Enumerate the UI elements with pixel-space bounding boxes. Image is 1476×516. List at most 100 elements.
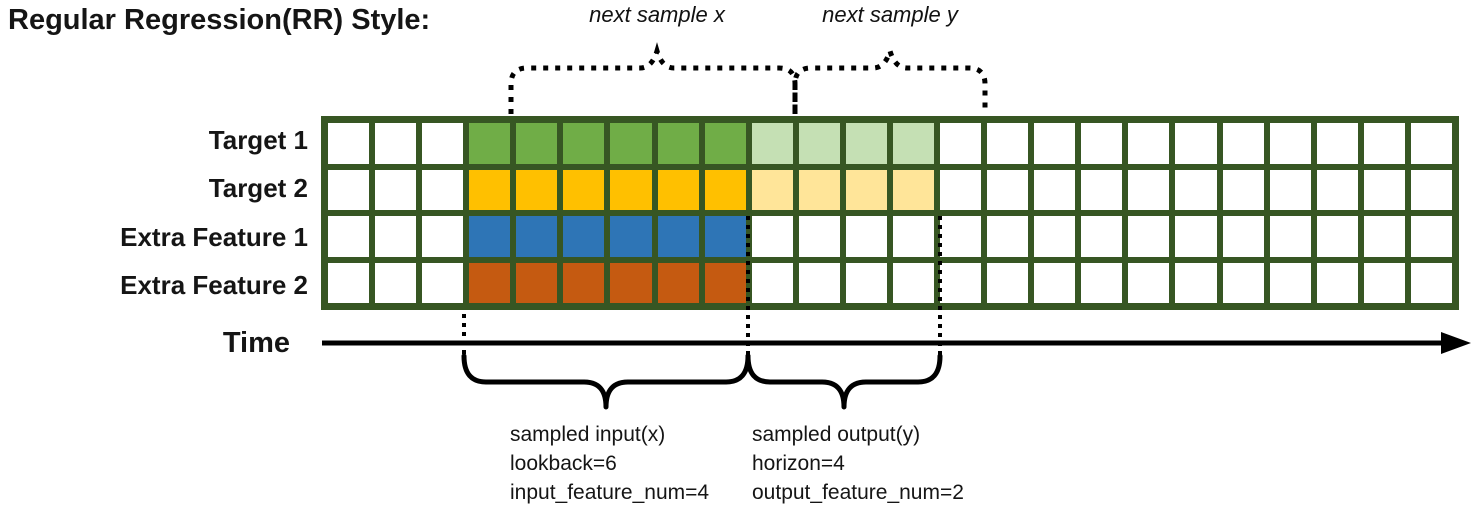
grid-cell [798,262,840,303]
grid-cell [1175,169,1217,210]
time-axis-label: Time [222,327,290,359]
next-sample-x-brace-icon [508,42,798,114]
grid-cell [1410,123,1452,164]
grid-cell [892,262,935,303]
grid-cell [610,262,652,303]
grid-cell [940,216,982,257]
grid-cell [1316,262,1358,303]
grid-cell [987,123,1029,164]
grid-cell [1081,123,1123,164]
next-sample-y-brace-icon [792,42,988,114]
grid-cell [657,262,699,303]
sampled-input-annotation: sampled input(x) lookback=6 input_featur… [510,420,709,507]
next-sample-x-label: next sample x [589,2,725,27]
row-label-target-1: Target 1 [208,124,308,155]
grid-cell [892,123,935,164]
grid-cell [704,262,746,303]
sampled-input-title: sampled input(x) [510,423,666,446]
grid-cell [798,123,840,164]
grid-cell [1128,169,1170,210]
grid-cell [1128,216,1170,257]
grid-cell [469,169,511,210]
grid-cell [469,262,511,303]
grid-cell [798,169,840,210]
grid-cell [1269,216,1311,257]
grid-cell [1175,123,1217,164]
grid-cell [1363,216,1405,257]
grid-cell [1410,262,1452,303]
grid-cell [328,169,370,210]
grid-cell [375,123,417,164]
grid-cell [328,262,370,303]
grid-cell [892,169,935,210]
grid-cell [751,262,793,303]
sampled-output-title: sampled output(y) [752,423,921,446]
grid [321,116,1459,310]
grid-cell [704,216,746,257]
grid-cell [845,262,887,303]
grid-cell [469,216,511,257]
grid-cell [1128,262,1170,303]
grid-cell [516,216,558,257]
grid-cell [1363,123,1405,164]
grid-cell [516,169,558,210]
grid-cell [1081,216,1123,257]
grid-cell [657,123,699,164]
grid-cell [610,216,652,257]
grid-cell [1222,262,1264,303]
grid-cell [1410,216,1452,257]
grid-cell [1175,262,1217,303]
grid-cell [610,169,652,210]
grid-cell [563,262,605,303]
grid-cell [1316,123,1358,164]
grid-cell [610,123,652,164]
grid-cell [1363,169,1405,210]
grid-cell [657,216,699,257]
grid-cell [1222,216,1264,257]
grid-cell [516,262,558,303]
grid-cell [1269,169,1311,210]
grid-cell [422,262,464,303]
grid-cell [987,216,1029,257]
grid-cell [1269,123,1311,164]
grid-cell [422,169,464,210]
grid-cell [845,123,887,164]
grid-cell [563,216,605,257]
grid-cell [1363,262,1405,303]
grid-cell [1316,216,1358,257]
grid-cell [704,123,746,164]
time-axis-arrowhead-icon [1441,332,1471,354]
grid-cell [1034,169,1076,210]
grid-cell [845,216,887,257]
grid-cell [1034,262,1076,303]
output-feature-num-value: output_feature_num=2 [752,481,964,504]
grid-cell [1128,123,1170,164]
grid-cell [563,169,605,210]
grid-cell [845,169,887,210]
page-title: Regular Regression(RR) Style: [8,4,431,36]
grid-cell [1410,169,1452,210]
grid-cell [751,123,793,164]
grid-cell [328,216,370,257]
lookback-value: lookback=6 [510,452,617,475]
horizon-value: horizon=4 [752,452,845,475]
next-sample-y-label: next sample y [822,2,958,27]
grid-cell [940,169,982,210]
input-feature-num-value: input_feature_num=4 [510,481,710,504]
grid-cell [375,169,417,210]
grid-cell [987,262,1029,303]
grid-cell [940,262,982,303]
grid-cell [940,123,982,164]
sampled-output-annotation: sampled output(y) horizon=4 output_featu… [752,420,964,507]
grid-cell [1034,216,1076,257]
grid-cell [469,123,511,164]
grid-cell [1222,123,1264,164]
grid-cell [892,216,935,257]
row-label-target-2: Target 2 [208,173,308,204]
grid-cell [375,216,417,257]
grid-cell [422,123,464,164]
grid-cell [422,216,464,257]
grid-cell [704,169,746,210]
